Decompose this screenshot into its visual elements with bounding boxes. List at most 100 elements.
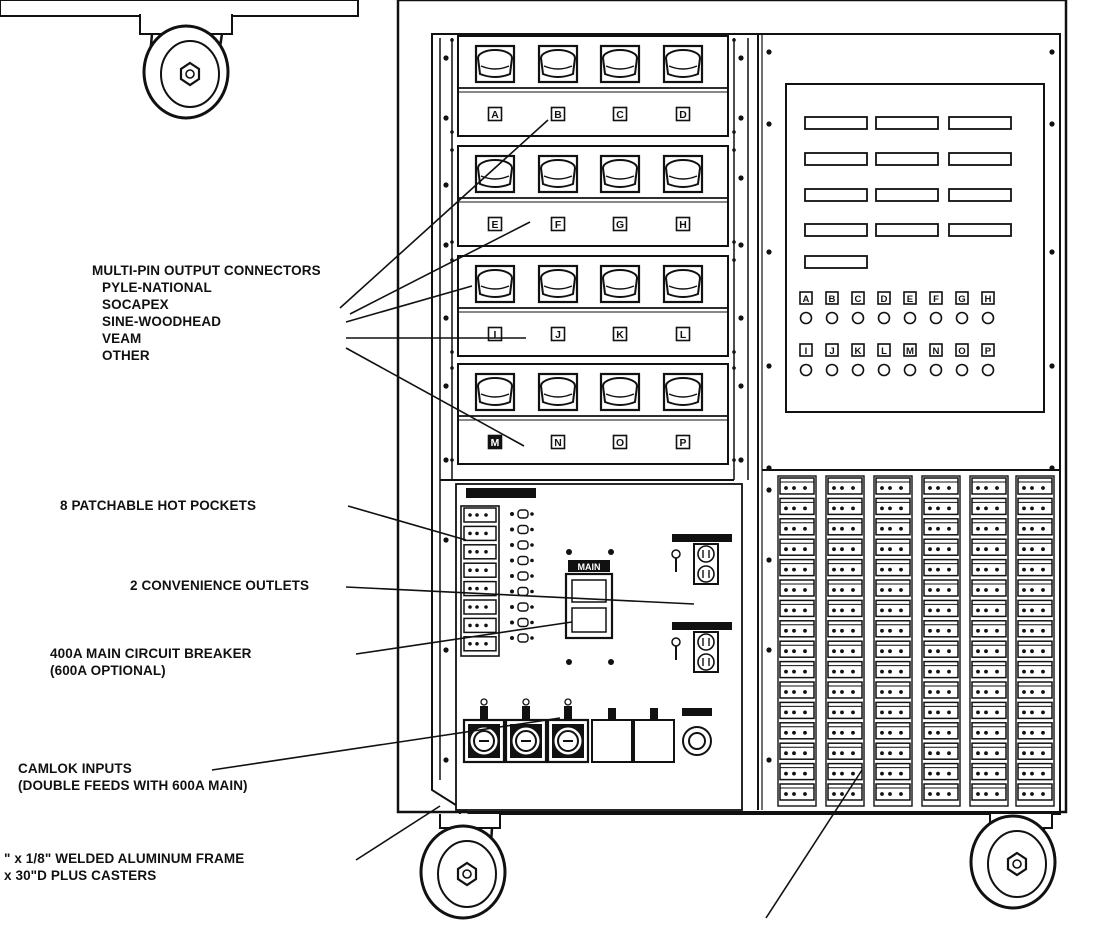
rail-screw [732,38,736,42]
letter-label: L [675,326,691,342]
pocket-pin [475,605,479,609]
pocket-pin [947,547,951,552]
letter-box [825,291,839,305]
pocket-pin [832,486,836,490]
pocket-pin [899,608,903,613]
screw [766,121,772,127]
breaker-pin [510,558,514,563]
hot-pocket [827,701,863,720]
indicator-bar [875,116,939,130]
hot-pocket-breakers [510,509,534,643]
callout-multipin-item: SINE-WOODHEAD [102,314,222,329]
pocket-pin [803,608,807,613]
connector-body [477,277,513,298]
breaker-pin [510,574,514,578]
pocket-pin [947,608,951,613]
hot-pocket [827,538,863,556]
pocket-pin [840,792,844,796]
hot-pocket [1017,518,1053,536]
pocket-pin [832,588,836,592]
pocket-pin [928,730,932,735]
pocket-pin [888,547,892,552]
hot-pocket [827,497,863,516]
indicator-lamp [903,311,917,325]
pocket-pin [936,567,940,572]
pocket-pin [851,567,855,572]
letter-label: K [851,343,865,357]
pocket-pin [1041,628,1045,633]
pocket-pin [1030,567,1034,572]
pocket-pin [792,486,796,490]
pocket-pin [888,608,892,613]
letter-label: M [487,434,503,450]
pocket-pin [832,669,836,674]
pocket-pin [792,771,796,776]
pocket-pin [976,792,980,796]
pocket-pin [784,567,788,572]
pocket-pin [899,588,903,592]
pocket-pin [928,710,932,715]
connector-rim [605,65,635,70]
hot-pocket [1017,477,1053,495]
pocket-pin [995,649,999,654]
pocket-pin [880,567,884,572]
pocket-pin [468,513,472,517]
pocket-pin [880,526,884,531]
breaker-pin [530,512,534,516]
hot-pocket [779,722,815,740]
hot-pocket [971,518,1007,536]
screw [443,647,449,653]
letter-box [675,434,691,450]
pocket-pin [947,792,951,796]
connector-body [665,277,701,298]
letter-label: I [487,326,503,342]
pocket-pin [484,531,488,536]
indicator-bar [804,255,868,269]
hot-pocket [923,762,959,781]
pocket-pin [928,792,932,796]
pocket-pin [792,608,796,613]
pocket-pin [784,669,788,674]
letter-text: C [855,294,862,305]
connector-body [540,167,576,188]
screw [766,49,772,55]
pocket-pin [803,506,807,511]
hot-pocket [923,579,959,597]
hot-pocket [1017,538,1053,556]
pocket-pin [832,567,836,572]
rail-screw [732,350,736,354]
pocket-pin [984,669,988,674]
pocket-pin [1041,608,1045,613]
hot-pocket [971,660,1007,679]
letter-label: B [825,291,839,305]
letter-text: P [680,438,687,449]
pocket-pin [984,588,988,592]
pocket-pin [1041,792,1045,796]
rail-screw [450,366,454,370]
pocket-pin [976,649,980,654]
multipin-connector [537,154,579,194]
pocket-pin [936,608,940,613]
hot-pocket [779,660,815,679]
letter-box [675,326,691,342]
hot-pocket [875,477,911,495]
pocket-pin [995,669,999,674]
letter-text: G [616,220,624,231]
pocket-pin [880,506,884,511]
pocket-pin [928,751,932,756]
letter-label: C [851,291,865,305]
connector-body [540,57,576,78]
pocket-pin [832,649,836,654]
connector-rim [668,175,698,180]
hot-pocket [463,617,497,634]
letter-box [675,216,691,232]
pocket-pin [984,486,988,490]
pocket-pin [851,526,855,531]
hot-pocket [463,525,497,542]
pocket-pin [1022,649,1026,654]
letter-label: K [612,326,628,342]
pocket-pin [880,486,884,490]
letter-label: O [955,343,969,357]
